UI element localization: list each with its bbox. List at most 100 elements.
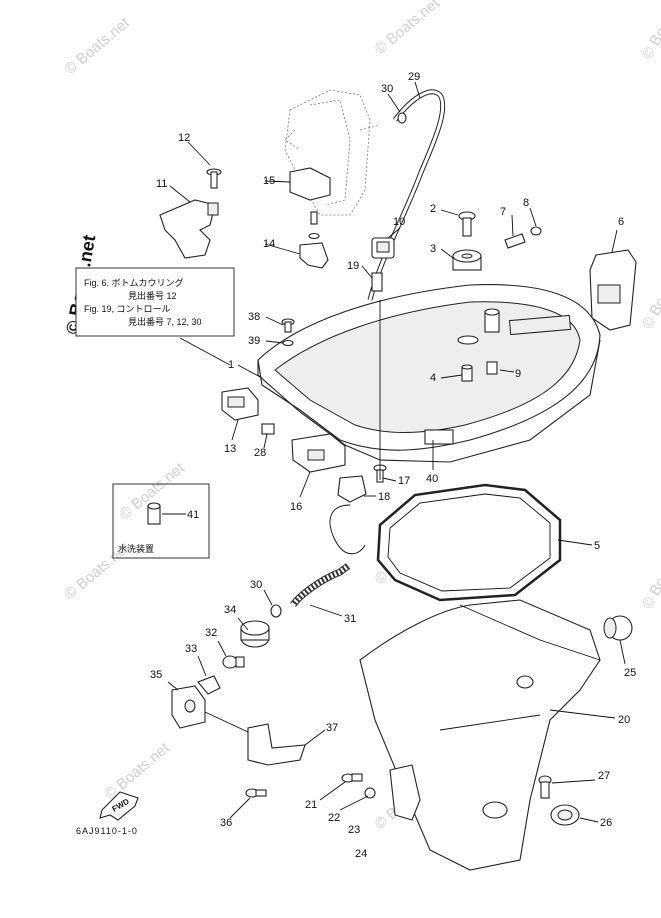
callout-31: 31 [344, 613, 356, 625]
part-1-bottom-cowling [257, 284, 601, 463]
seal-slot-right [508, 314, 572, 336]
part-33-clamp [197, 675, 221, 695]
callout-26: 26 [600, 817, 612, 829]
fwd-arrow: FWD [99, 791, 139, 821]
callout-8: 8 [523, 197, 529, 209]
note-line-2: 見出番号 12 [128, 290, 177, 301]
callout-28: 28 [254, 447, 266, 459]
part-9-nut [486, 361, 498, 375]
callout-18: 18 [378, 491, 390, 503]
callout-11: 11 [156, 178, 167, 190]
callout-38: 38 [248, 311, 260, 323]
callout-4: 4 [430, 372, 436, 384]
part-14-plate [299, 242, 329, 269]
callout-14: 14 [263, 238, 275, 250]
callout-21: 21 [305, 799, 317, 811]
part-11-bracket [159, 199, 216, 259]
callout-16: 16 [290, 501, 302, 513]
diagram-code: 6AJ9110-1-0 [76, 826, 138, 836]
part-26-grommet [550, 804, 580, 826]
part-35-fitting [171, 685, 206, 729]
callout-6: 6 [618, 216, 624, 228]
part-3-damper [452, 249, 482, 271]
callout-29: 29 [408, 71, 420, 83]
watermark-9: © Boats.net [102, 739, 174, 803]
callout-5: 5 [594, 540, 600, 552]
part-21-screw [341, 773, 363, 783]
watermark-3: © Boats.net [639, 0, 661, 62]
part-10-grommet [371, 237, 395, 259]
leader-lines [162, 81, 626, 823]
part-8-washer [530, 226, 542, 236]
part-4-post [461, 364, 473, 382]
part-27-fitting [538, 775, 552, 799]
part-32-fitting [222, 655, 245, 669]
engine-block-ghost [284, 89, 381, 216]
part-30-clip [270, 604, 282, 618]
callout-24: 24 [355, 848, 367, 860]
callout-35: 35 [150, 669, 162, 681]
part-41-nozzle [147, 502, 161, 525]
part-39-washer [282, 339, 294, 347]
watermark-1: © Boats.net [62, 14, 134, 78]
part-25-plug [603, 615, 633, 641]
callout-27: 27 [598, 770, 610, 782]
callout-36: 36 [220, 817, 232, 829]
callout-33: 33 [185, 643, 197, 655]
part-36-screw [245, 788, 267, 798]
part-20-lower-cover [359, 599, 601, 871]
callout-32: 32 [205, 627, 217, 639]
callout-1: 1 [228, 359, 234, 371]
callout-2: 2 [430, 203, 436, 215]
watermark-8: © Boats.net [639, 535, 661, 612]
boss-mount-left [457, 335, 479, 345]
part-28-pad [261, 423, 275, 435]
part-22-washer [364, 787, 376, 799]
part-20-hole [516, 675, 534, 689]
callout-23: 23 [348, 824, 360, 836]
screw-under-15 [310, 211, 318, 225]
part-40-panel [424, 429, 454, 445]
watermark-2: © Boats.net [372, 0, 444, 58]
part-18-fitting [337, 475, 367, 503]
callout-17: 17 [398, 475, 410, 487]
part-11-clip [207, 202, 219, 216]
callouts: 29 30 12 15 11 10 2 7 8 6 3 14 19 38 39 … [150, 71, 636, 860]
callout-9: 9 [515, 368, 521, 380]
part-5-seal [376, 483, 562, 602]
callout-7: 7 [500, 206, 506, 218]
callout-20: 20 [618, 714, 630, 726]
part-19-fitting [371, 272, 383, 292]
washer-under-15 [308, 232, 320, 240]
inset-label: 水洗装置 [118, 543, 154, 554]
callout-13: 13 [224, 443, 236, 455]
part-7-screw [504, 233, 526, 249]
callout-30: 30 [250, 579, 262, 591]
note-line-4: 見出番号 7, 12, 30 [128, 316, 202, 327]
callout-30-top: 30 [381, 83, 393, 95]
callout-19: 19 [347, 260, 359, 272]
part-6-latch [597, 284, 621, 304]
part-34-cap [240, 620, 270, 648]
callout-10: 10 [393, 216, 405, 228]
hose-connector-line [329, 504, 366, 555]
callout-22: 22 [328, 812, 340, 824]
callout-3: 3 [430, 243, 436, 255]
part-30-clip-top [397, 112, 407, 124]
callout-40: 40 [426, 473, 438, 485]
watermark-4: © Boats.net [639, 255, 661, 332]
callout-34: 34 [224, 604, 236, 616]
callout-41: 41 [187, 509, 199, 521]
note-line-3: Fig. 19, コントロール [84, 304, 171, 314]
callout-39: 39 [248, 335, 260, 347]
note-line-1: Fig. 6. ボトムカウリング [84, 277, 184, 288]
callout-15: 15 [263, 175, 275, 187]
part-15-mount [289, 167, 331, 201]
part-2-bolt [458, 211, 476, 237]
part-12-bolt [206, 168, 222, 189]
part-37-bracket [247, 723, 306, 766]
wash-device-inset: 水洗装置 [112, 483, 210, 559]
callout-37: 37 [326, 722, 338, 734]
bracket-near-21 [389, 764, 421, 821]
